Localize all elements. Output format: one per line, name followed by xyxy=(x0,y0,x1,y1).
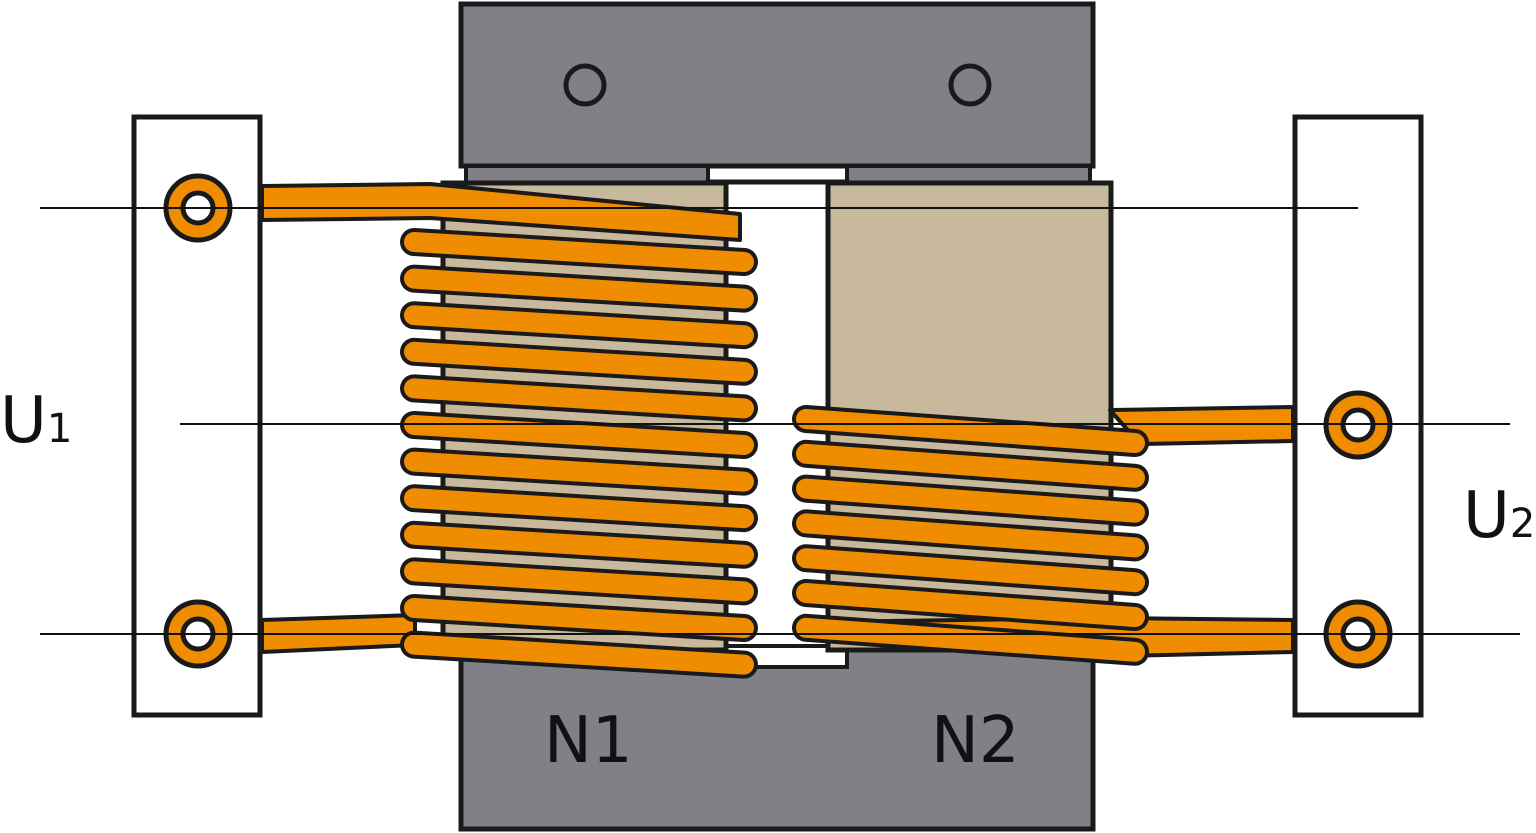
core-top-yoke xyxy=(458,1,1096,169)
core-bolt-hole-left xyxy=(563,63,607,107)
primary-top-lead xyxy=(260,182,742,242)
core-bolt-hole-right xyxy=(948,63,992,107)
n2-label: N2 xyxy=(931,704,1020,778)
secondary-coil-turn xyxy=(796,513,1145,558)
secondary-coil-turn xyxy=(796,478,1145,523)
primary-coil-turn xyxy=(404,415,754,455)
primary-coil-turn xyxy=(404,451,754,492)
secondary-coil-turn xyxy=(796,443,1145,488)
primary-coil-turn xyxy=(404,378,754,419)
primary-coil-turn xyxy=(404,232,754,272)
primary-coil-turn xyxy=(404,524,754,565)
core-bottom-yoke xyxy=(458,645,1096,832)
secondary-coil-turn xyxy=(796,617,1145,662)
secondary-coil-turn xyxy=(796,583,1145,627)
u2-label: U2 xyxy=(1463,479,1535,553)
primary-coil-turn xyxy=(404,341,754,382)
primary-coil-turn xyxy=(404,598,754,638)
primary-coil-turn xyxy=(404,305,754,346)
primary-coil xyxy=(400,228,758,679)
primary-coil-turn xyxy=(404,634,754,675)
primary-coil-turn xyxy=(404,268,754,309)
n1-label: N1 xyxy=(544,704,633,778)
primary-coil-turn xyxy=(404,488,754,529)
secondary-coil-turn xyxy=(796,548,1145,593)
u1-label: U1 xyxy=(0,384,72,458)
primary-coil-turn xyxy=(404,561,754,602)
